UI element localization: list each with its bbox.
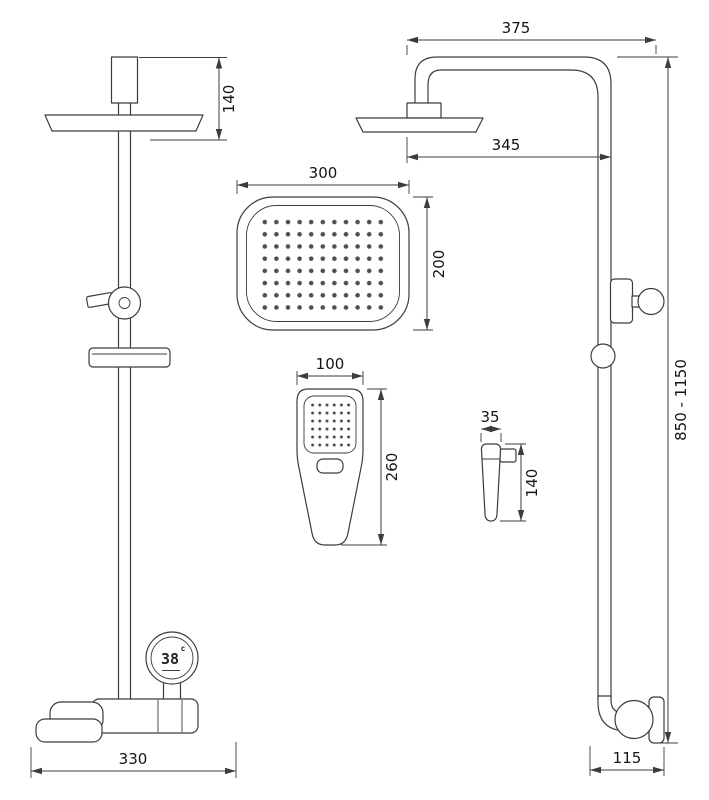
mode-button-side — [499, 448, 517, 463]
dim-side-column-height: 850 - 1150 — [617, 56, 690, 744]
front-view: 38 c 140 330 — [30, 56, 238, 778]
arm-bend-outer-edge — [414, 56, 438, 103]
dimension-label: 115 — [613, 749, 642, 767]
dim-hand-depth: 35 — [480, 408, 502, 442]
thermostat-display — [145, 631, 199, 685]
hand-shower-front-view: 100 260 — [296, 355, 401, 546]
dimension-label: 200 — [430, 250, 448, 279]
hand-shower-side-outline — [480, 443, 502, 522]
spout — [35, 718, 103, 743]
dimension-label: 140 — [220, 85, 238, 114]
holder-ring — [590, 343, 616, 369]
overhead-shower-front — [44, 114, 204, 132]
dimension-label: 260 — [383, 453, 401, 482]
dimension-label: 330 — [119, 750, 148, 768]
dim-head-depth: 200 — [413, 196, 448, 331]
dim-front-head-height: 140 — [139, 57, 238, 141]
dim-hand-width: 100 — [296, 355, 364, 385]
dim-side-arm-reach: 375 — [406, 19, 657, 55]
dimension-label: 35 — [480, 408, 499, 426]
dimension-label: 375 — [502, 19, 531, 37]
top-connector — [110, 56, 139, 104]
dimension-label: 140 — [523, 469, 541, 498]
dim-side-head-offset: 345 — [406, 136, 611, 163]
diverter-knob-center — [118, 297, 131, 309]
head-connector-side — [406, 102, 442, 119]
hand-shower-nozzle-grid — [309, 401, 352, 448]
dimension-label: 300 — [309, 164, 338, 182]
mode-button — [316, 458, 344, 474]
spray-face — [246, 205, 400, 322]
overhead-shower-side — [355, 117, 484, 133]
diverter-knob — [107, 286, 142, 320]
wall-flange — [614, 699, 654, 740]
dim-front-base-width: 330 — [30, 742, 237, 778]
dim-hand-length: 260 — [341, 388, 401, 546]
overhead-shower-top-view: 300 200 — [236, 164, 448, 331]
dimension-label: 850 - 1150 — [672, 359, 690, 441]
thermostat-display-face — [150, 636, 194, 680]
dimension-label: 345 — [492, 136, 521, 154]
slider-bracket — [609, 278, 634, 324]
dim-side-wall-offset: 115 — [589, 746, 665, 776]
dim-head-width: 300 — [236, 164, 410, 194]
arm-bend-inner-edge — [427, 69, 442, 103]
slider-knob — [637, 287, 665, 316]
nozzle-grid — [259, 216, 389, 312]
dimension-label: 100 — [316, 355, 345, 373]
display-unit: c — [181, 644, 186, 653]
hand-shower-side-view: 35 140 — [480, 408, 541, 522]
shelf — [88, 347, 171, 368]
hand-shower-spray-face — [303, 395, 357, 454]
arm-and-pipe-inner-edge — [441, 69, 599, 700]
display-temperature: 38 — [161, 650, 179, 668]
dim-hand-head-length: 140 — [500, 443, 541, 522]
side-view: 375 345 850 - 1150 115 — [355, 19, 690, 776]
arm-and-pipe-outer-edge — [437, 56, 612, 700]
